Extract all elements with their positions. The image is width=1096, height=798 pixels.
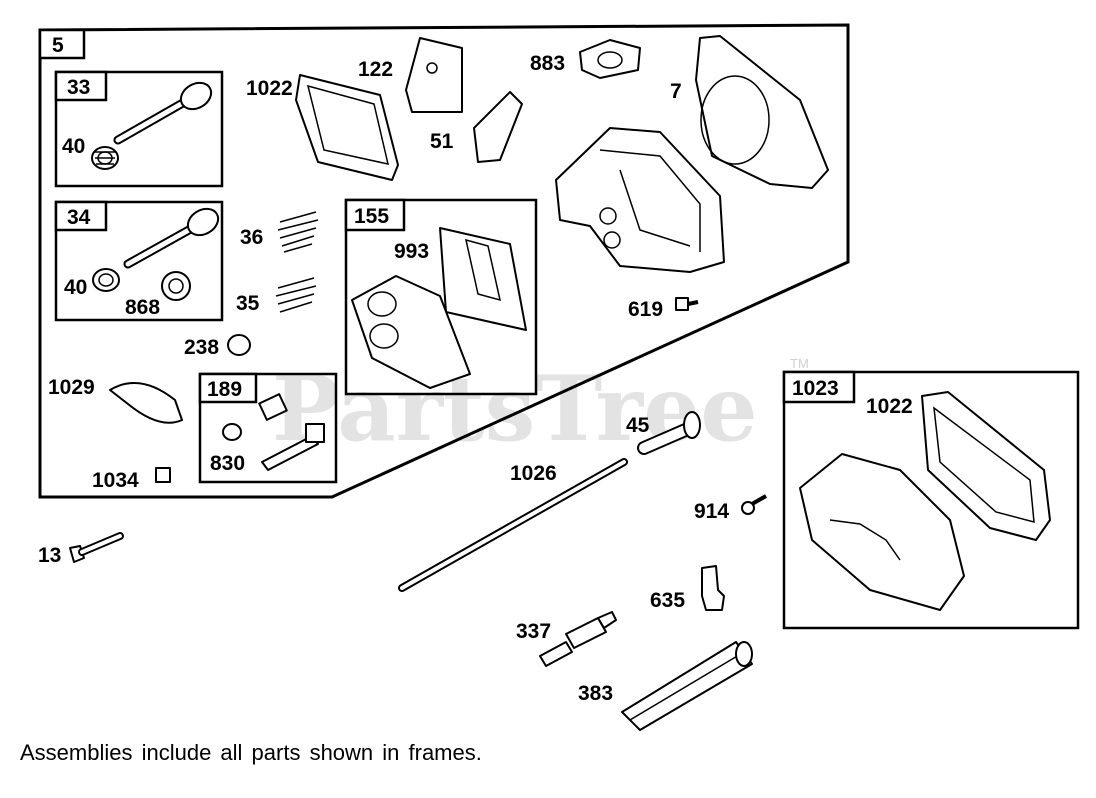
part-1022-gasket-drawing: [295, 74, 399, 181]
part-914-bolt-drawing: [741, 494, 767, 515]
part-619-screw-drawing: [675, 297, 699, 311]
frame-1023-label: 1023: [792, 377, 839, 400]
part-label-883: 883: [530, 52, 565, 75]
part-51-gasket-drawing: [473, 91, 523, 163]
part-label-13: 13: [38, 544, 61, 567]
frame-189-label-box: [198, 372, 258, 404]
frame-5-outline: [38, 23, 850, 499]
part-45-drawing: [637, 411, 701, 455]
part-label-45: 45: [626, 414, 650, 437]
part-1034-drawing: [155, 467, 171, 483]
frame-5-label-box: [38, 28, 86, 60]
cylinder-head-drawing: [555, 127, 725, 273]
valve-33-drawing: [91, 81, 213, 170]
frame-1023-parts: [799, 391, 1051, 611]
valve-34-drawing: [92, 207, 220, 301]
frame-1023-label-box: [782, 370, 856, 404]
part-635-elbow-drawing: [701, 565, 725, 611]
part-label-35: 35: [236, 292, 260, 315]
part-label-51: 51: [430, 130, 454, 153]
frame-1023-outline: [782, 370, 1080, 630]
part-383-tool-drawing: [621, 641, 753, 731]
part-7-head-gasket-drawing: [695, 35, 829, 189]
frame-33-outline: [54, 70, 224, 188]
part-label-1026: 1026: [510, 462, 557, 485]
part-label-122: 122: [358, 58, 393, 81]
part-122-plate-drawing: [405, 37, 463, 113]
part-label-619: 619: [628, 298, 663, 321]
part-1029-drawing: [109, 382, 183, 424]
part-238-drawing: [227, 334, 251, 356]
part-label-36: 36: [240, 226, 263, 249]
assemblies-note: Assemblies include all parts shown in fr…: [20, 740, 482, 765]
part-label-1034: 1034: [92, 469, 139, 492]
frame-34-outline: [54, 200, 224, 322]
part-label-337: 337: [516, 620, 551, 643]
part-label-1029: 1029: [48, 376, 95, 399]
part-1026-pushrod-drawing: [398, 458, 628, 592]
part-label-238: 238: [184, 336, 219, 359]
frame-33-label: 33: [67, 76, 90, 99]
part-883-gasket-drawing: [579, 39, 641, 79]
part-label-383: 383: [578, 682, 613, 705]
watermark: PartsTree: [272, 356, 758, 462]
part-13-bolt-drawing: [69, 532, 124, 563]
part-label-1022-b: 1022: [866, 395, 913, 418]
part-label-830: 830: [210, 452, 245, 475]
frame-33-label-box: [54, 70, 108, 102]
spring-35-drawing: [275, 277, 317, 313]
part-label-40-a: 40: [62, 135, 85, 158]
part-label-1022-a: 1022: [246, 77, 293, 100]
part-label-40-b: 40: [64, 276, 87, 299]
watermark-tm: TM: [790, 356, 809, 371]
frame-34-label: 34: [67, 206, 91, 229]
part-label-635: 635: [650, 589, 685, 612]
part-337-spark-plug-drawing: [539, 611, 617, 667]
part-label-914: 914: [694, 500, 729, 523]
frame-155-label-box: [344, 198, 406, 232]
spring-36-drawing: [277, 211, 319, 253]
frame-5-label: 5: [52, 34, 64, 57]
frame-155-parts: [351, 227, 527, 389]
part-label-993: 993: [394, 240, 429, 263]
frame-34-label-box: [54, 200, 108, 232]
frame-189-parts: [222, 393, 325, 471]
part-label-868: 868: [125, 296, 160, 319]
frame-189-label: 189: [207, 378, 242, 401]
part-label-7: 7: [670, 80, 682, 103]
frame-189-outline: [198, 372, 338, 484]
frame-155-label: 155: [354, 205, 389, 228]
frame-155-outline: [344, 198, 538, 396]
